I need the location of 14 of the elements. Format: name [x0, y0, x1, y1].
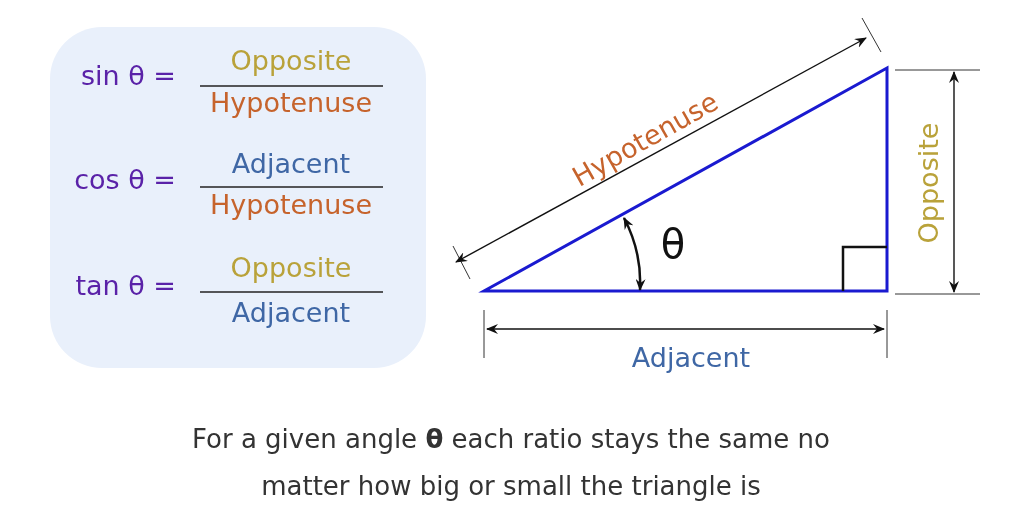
function-label: sin θ =	[81, 62, 176, 89]
side-label: Opposite	[914, 122, 942, 244]
formula-panel	[50, 27, 426, 368]
function-label: cos θ =	[74, 166, 176, 193]
numerator: Adjacent	[231, 150, 351, 177]
caption: For a given angle θ each ratio stays the same no matter how big or small the triangle is	[191, 423, 831, 503]
denominator: Adjacent	[231, 299, 351, 326]
numerator: Opposite	[230, 254, 352, 281]
function-label: tan θ =	[75, 272, 176, 299]
angle-label: θ	[660, 224, 686, 264]
numerator: Opposite	[230, 47, 352, 74]
denominator: Hypotenuse	[210, 191, 372, 218]
side-label: Adjacent	[631, 343, 751, 371]
denominator: Hypotenuse	[210, 89, 372, 116]
